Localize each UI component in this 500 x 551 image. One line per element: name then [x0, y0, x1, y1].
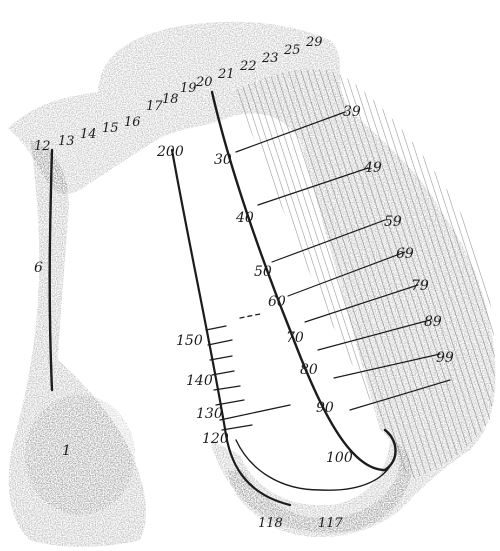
top-scale-label: 23: [261, 51, 279, 66]
outer-scale-label: 49: [363, 160, 382, 176]
inner-scale: 200 150 140 130 120: [156, 144, 229, 447]
bottom-loop: [236, 440, 395, 490]
outer-scale-label: 69: [396, 246, 414, 262]
outer-scale-label: 79: [411, 278, 429, 294]
middle-scale-label: 30: [214, 152, 232, 168]
outer-scale-label: 89: [424, 314, 442, 330]
bottom-label: 118: [258, 516, 283, 531]
left-limb-cavity-label: 1: [62, 443, 71, 459]
middle-scale-label: 50: [254, 264, 272, 280]
right-band-hatching: [235, 69, 495, 480]
outer-scale-label: 59: [384, 214, 402, 230]
inner-scale-label: 200: [156, 144, 184, 160]
top-scale-label: 29: [305, 35, 323, 50]
top-scale-label: 19: [180, 81, 197, 96]
middle-scale-label: 40: [235, 210, 254, 226]
inner-scale-label: 120: [202, 431, 229, 447]
left-limb-digit: 6: [34, 260, 43, 276]
top-scale-label: 20: [195, 75, 213, 90]
top-scale-label: 21: [217, 67, 235, 82]
outer-scale-label: 99: [436, 350, 454, 366]
top-scale-label: 25: [283, 43, 301, 58]
middle-scale-label: 90: [316, 400, 334, 416]
inner-scale-label: 140: [186, 373, 213, 389]
outer-scale-label: 39: [343, 104, 361, 120]
left-limb-pool: [25, 395, 135, 515]
top-scale-label: 14: [80, 127, 97, 142]
top-scale-label: 12: [34, 139, 51, 154]
middle-scale-label: 80: [300, 362, 318, 378]
top-scale-label: 16: [124, 115, 141, 130]
middle-scale-label: 60: [268, 294, 286, 310]
top-scale-label: 13: [58, 134, 75, 149]
top-scale-label: 17: [146, 99, 163, 114]
middle-scale-label: 70: [286, 330, 304, 346]
top-scale-label: 22: [239, 59, 257, 74]
bottom-label: 117: [318, 516, 344, 531]
inner-scale-label: 150: [176, 333, 203, 349]
top-scale-label: 18: [162, 92, 179, 107]
inner-tube: [172, 150, 290, 505]
top-scale-label: 15: [102, 121, 119, 136]
middle-scale-label: 100: [326, 450, 353, 466]
inner-scale-label: 130: [196, 406, 223, 422]
